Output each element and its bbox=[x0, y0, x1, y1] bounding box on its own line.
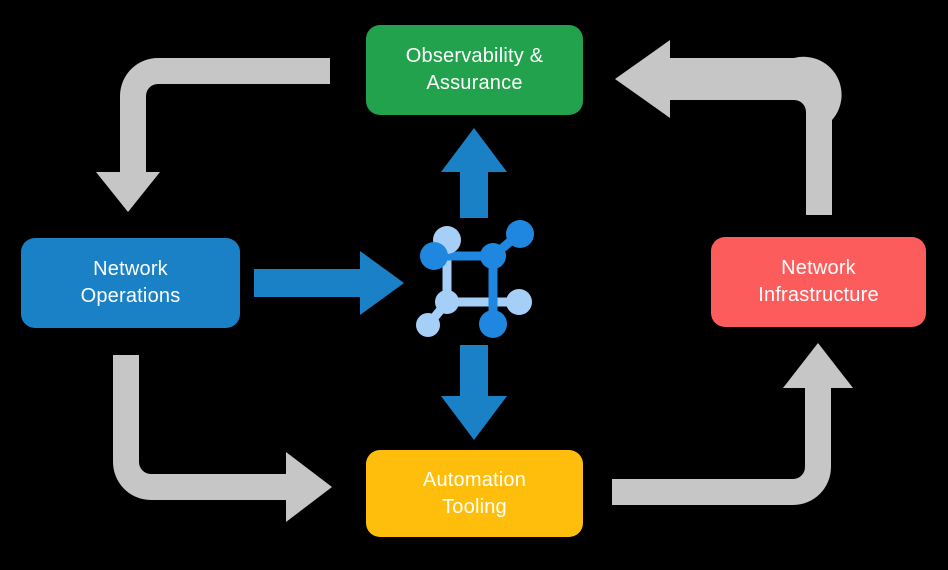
blue-arrow-center-to-automation bbox=[441, 345, 507, 440]
gray-arrow-automation-to-infrastructure bbox=[612, 343, 853, 505]
node-box-infrastructure[interactable]: Network Infrastructure bbox=[711, 237, 926, 327]
node-label-infrastructure-line2: Infrastructure bbox=[758, 284, 879, 306]
node-label-observability-line2: Assurance bbox=[426, 72, 523, 94]
icon-node-strong-bottom bbox=[479, 310, 507, 338]
blue-arrow-center-to-observability bbox=[441, 128, 507, 218]
node-label-operations-line1: Network bbox=[93, 258, 168, 280]
node-label-operations-line2: Operations bbox=[80, 285, 181, 307]
icon-node-strong-left bbox=[420, 242, 448, 270]
node-box-observability[interactable]: Observability & Assurance bbox=[366, 25, 583, 115]
node-label-infrastructure: Network Infrastructure bbox=[758, 255, 879, 309]
gray-arrow-infrastructure-to-observability bbox=[615, 40, 842, 215]
node-box-automation[interactable]: Automation Tooling bbox=[366, 450, 583, 537]
icon-node-light-bottom-left bbox=[416, 313, 440, 337]
icon-node-strong-center bbox=[480, 243, 506, 269]
icon-node-strong-top-right bbox=[506, 220, 534, 248]
node-label-automation: Automation Tooling bbox=[423, 467, 526, 521]
network-topology-icon bbox=[416, 220, 534, 338]
node-label-observability-line1: Observability & bbox=[405, 45, 544, 67]
node-box-operations[interactable]: Network Operations bbox=[21, 238, 240, 328]
node-label-infrastructure-line1: Network bbox=[781, 257, 856, 279]
icon-node-light-right bbox=[506, 289, 532, 315]
gray-arrow-observability-to-operations bbox=[96, 58, 330, 212]
icon-node-light-mid bbox=[435, 290, 459, 314]
node-label-automation-line1: Automation bbox=[422, 468, 527, 491]
node-label-observability: Observability & Assurance bbox=[406, 43, 544, 97]
node-label-automation-line2: Tooling bbox=[442, 495, 507, 518]
gray-arrow-operations-to-automation bbox=[113, 355, 332, 522]
blue-arrow-operations-to-center bbox=[254, 251, 404, 315]
node-label-operations: Network Operations bbox=[81, 256, 181, 310]
